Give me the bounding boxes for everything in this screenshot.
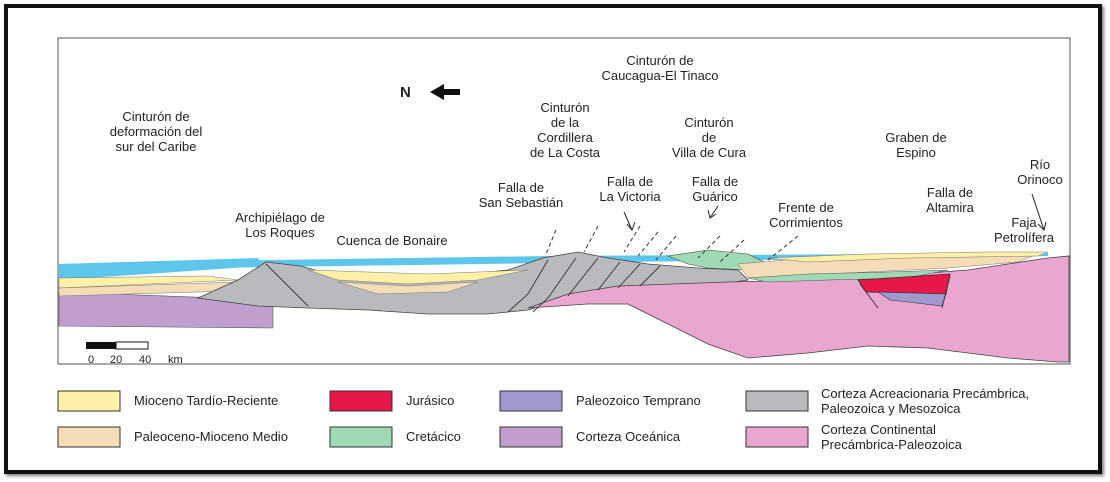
- paleozoic-block: [876, 291, 947, 307]
- label-la-victoria-2: La Victoria: [599, 189, 661, 204]
- label-cordillera-3: Cordillera: [537, 130, 593, 145]
- label-villa-cura-2: de: [702, 130, 716, 145]
- label-altamira-2: Altamira: [926, 200, 974, 215]
- cross-section: [58, 225, 1070, 363]
- label-guarico-1: Falla de: [692, 174, 738, 189]
- legend-label-mioceno: Mioceno Tardío-Reciente: [134, 393, 278, 408]
- label-bonaire: Cuenca de Bonaire: [336, 233, 447, 248]
- mioceno-east: [767, 251, 1049, 263]
- scale-tick-20: 20: [110, 354, 122, 366]
- scale-tick-0: 0: [88, 354, 94, 366]
- paleoceno-bonaire: [337, 281, 479, 295]
- legend-swatch-continental: [745, 426, 809, 448]
- label-villa-cura-1: Cinturón: [684, 115, 733, 130]
- legend-label-cretacico: Cretácico: [406, 429, 461, 444]
- label-san-sebastian-2: San Sebastián: [479, 195, 564, 210]
- scale-bar: 0 20 40 km: [86, 341, 183, 366]
- label-caucagua-1: Cinturón de: [626, 53, 693, 68]
- legend: Mioceno Tardío-Reciente Paleoceno-Miocen…: [57, 386, 1029, 452]
- dashed-projections: [545, 225, 799, 263]
- legend-label-paleoceno: Paleoceno-Mioceno Medio: [134, 429, 288, 444]
- label-caribe-3: sur del Caribe: [116, 139, 197, 154]
- legend-label-continental-2: Precámbrica-Paleozoica: [821, 437, 963, 452]
- sea-layer-west: [59, 258, 263, 280]
- label-cordillera-1: Cinturón: [540, 100, 589, 115]
- label-corrimientos-1: Frente de: [778, 200, 834, 215]
- legend-label-acreacionaria-1: Corteza Acreacionaria Precámbrica,: [821, 386, 1029, 401]
- label-altamira-1: Falla de: [927, 185, 973, 200]
- legend-swatch-oceanica: [499, 426, 563, 448]
- fault-lines: [265, 257, 951, 313]
- north-label: N: [400, 84, 411, 101]
- scale-tick-40: 40: [139, 354, 151, 366]
- label-corrimientos-2: Corrimientos: [769, 215, 843, 230]
- legend-swatch-acreacionaria: [745, 390, 809, 412]
- label-caribe-2: deformación del: [110, 124, 203, 139]
- mioceno-bonaire: [307, 269, 529, 285]
- label-orinoco-1: Río: [1030, 157, 1050, 172]
- label-orinoco-2: Orinoco: [1017, 172, 1063, 187]
- label-faja-2: Petrolífera: [994, 230, 1055, 245]
- cretaceous-east: [747, 269, 949, 283]
- legend-label-paleozoico: Paleozoico Temprano: [576, 393, 701, 408]
- label-cordillera-2: de la: [551, 115, 580, 130]
- pointer-arrows: [623, 193, 1047, 231]
- legend-label-acreacionaria-2: Paleozoica y Mesozoica: [821, 401, 961, 416]
- legend-swatch-cretacico: [329, 426, 393, 448]
- label-cordillera-4: de La Costa: [530, 145, 601, 160]
- label-san-sebastian-1: Falla de: [498, 180, 544, 195]
- scale-unit: km: [168, 354, 183, 366]
- legend-label-continental-1: Corteza Continental: [821, 422, 936, 437]
- label-la-victoria-1: Falla de: [607, 174, 653, 189]
- label-guarico-2: Guárico: [692, 189, 738, 204]
- figure-frame: N 0 20 40 km Cinturón de deformación del…: [4, 4, 1102, 474]
- label-caribe-1: Cinturón de: [122, 109, 189, 124]
- region-labels: Cinturón de deformación del sur del Cari…: [110, 53, 1063, 248]
- label-caucagua-2: Caucagua-El Tinaco: [601, 68, 718, 83]
- legend-swatch-mioceno: [57, 390, 121, 412]
- label-espino-1: Graben de: [885, 130, 946, 145]
- legend-label-oceanica: Corteza Oceánica: [576, 429, 681, 444]
- north-arrow-icon: [430, 84, 460, 100]
- label-roques-2: Los Roques: [245, 225, 315, 240]
- label-espino-2: Espino: [896, 145, 936, 160]
- legend-swatch-paleozoico: [499, 390, 563, 412]
- label-villa-cura-3: Villa de Cura: [672, 145, 747, 160]
- cross-section-figure: N 0 20 40 km Cinturón de deformación del…: [57, 37, 1071, 452]
- label-roques-1: Archipiélago de: [235, 210, 325, 225]
- north-arrow: N: [400, 84, 460, 101]
- label-faja-1: Faja: [1011, 215, 1037, 230]
- legend-swatch-jurasico: [329, 390, 393, 412]
- legend-swatch-paleoceno: [57, 426, 121, 448]
- legend-label-jurasico: Jurásico: [406, 393, 454, 408]
